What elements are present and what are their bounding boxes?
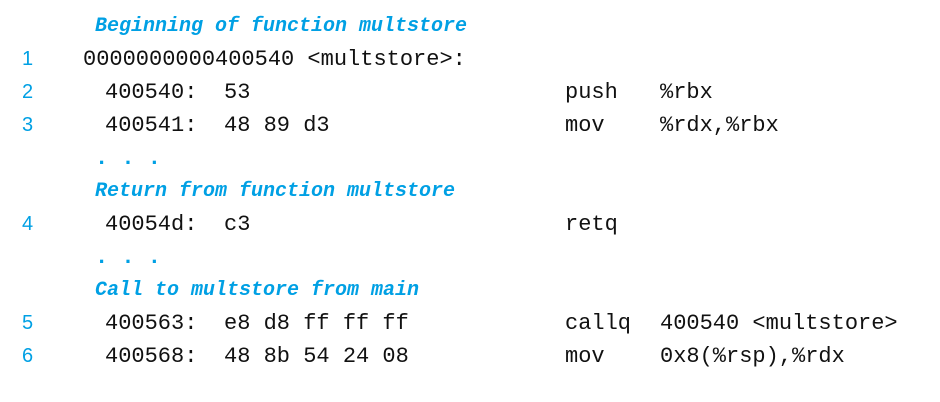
operands: 400540 <multstore> [660, 311, 898, 336]
line-number: 4 [22, 213, 34, 235]
comment-text: Beginning of function multstore [95, 15, 468, 38]
address: 400563: [105, 311, 198, 336]
machine-bytes: e8 d8 ff ff ff [224, 311, 409, 336]
machine-bytes: 53 [224, 80, 251, 105]
code-row: 4 40054d: c3 retq [0, 208, 940, 241]
line-number: 3 [22, 114, 34, 136]
machine-bytes: c3 [224, 212, 251, 237]
address: 400568: [105, 344, 198, 369]
code-row: 2 400540: 53 push %rbx [0, 76, 940, 109]
operands: 0x8(%rsp),%rdx [660, 344, 845, 369]
comment-text: Return from function multstore [95, 180, 456, 203]
address: 400541: [105, 113, 198, 138]
address: 40054d: [105, 212, 198, 237]
line-number: 6 [22, 345, 34, 367]
operands: %rbx [660, 80, 713, 105]
mnemonic: callq [565, 311, 632, 336]
ellipsis-text: . . . [95, 245, 162, 270]
line-number: 2 [22, 81, 34, 103]
comment-text: Call to multstore from main [95, 279, 420, 302]
comment-row: Call to multstore from main [0, 274, 940, 307]
machine-bytes: 48 89 d3 [224, 113, 330, 138]
mnemonic: mov [565, 113, 605, 138]
code-row: 5 400563: e8 d8 ff ff ff callq 400540 <m… [0, 307, 940, 340]
mnemonic: push [565, 80, 618, 105]
comment-row: Return from function multstore [0, 175, 940, 208]
function-label: 0000000000400540 <multstore>: [83, 47, 466, 72]
machine-bytes: 48 8b 54 24 08 [224, 344, 409, 369]
address: 400540: [105, 80, 198, 105]
line-number: 1 [22, 48, 34, 70]
mnemonic: retq [565, 212, 618, 237]
line-number: 5 [22, 312, 34, 334]
assembly-listing: Beginning of function multstore 1 000000… [0, 10, 940, 373]
ellipsis-text: . . . [95, 146, 162, 171]
code-row: 6 400568: 48 8b 54 24 08 mov 0x8(%rsp),%… [0, 340, 940, 373]
operands: %rdx,%rbx [660, 113, 779, 138]
ellipsis-row: . . . [0, 142, 940, 175]
code-row: 1 0000000000400540 <multstore>: [0, 43, 940, 76]
mnemonic: mov [565, 344, 605, 369]
comment-row: Beginning of function multstore [0, 10, 940, 43]
code-row: 3 400541: 48 89 d3 mov %rdx,%rbx [0, 109, 940, 142]
ellipsis-row: . . . [0, 241, 940, 274]
